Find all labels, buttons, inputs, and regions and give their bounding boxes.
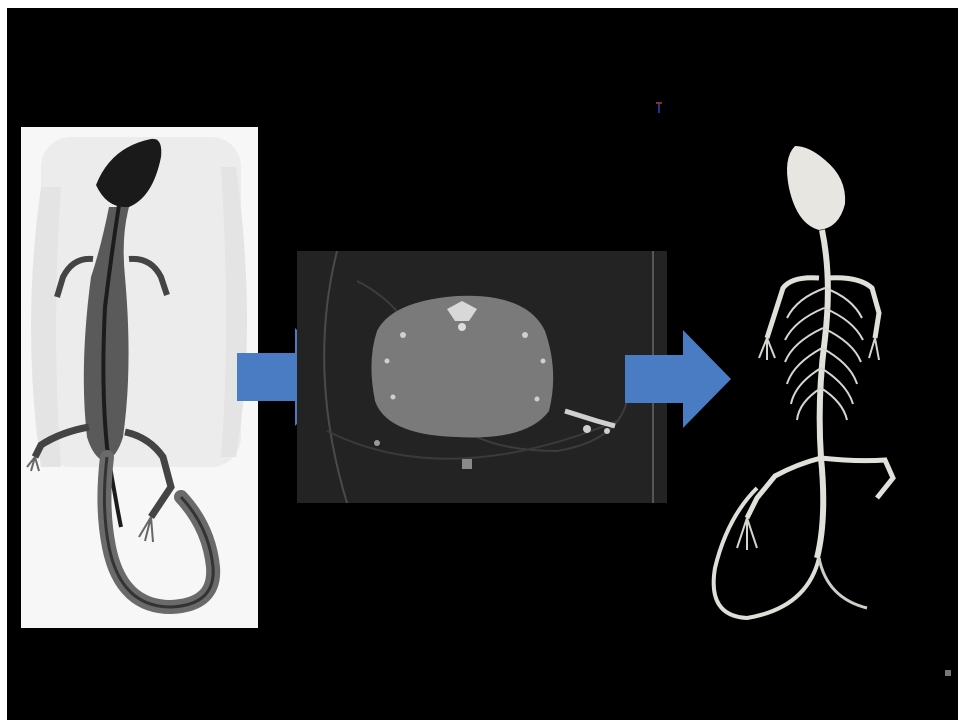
ct-cross-section-image: [297, 251, 667, 503]
xray-projection-image: [21, 127, 258, 628]
corner-marker: [945, 670, 951, 676]
slide-canvas: [7, 8, 958, 720]
skeleton-3d-render-image: [687, 138, 917, 628]
orientation-axes-icon: [652, 100, 666, 116]
